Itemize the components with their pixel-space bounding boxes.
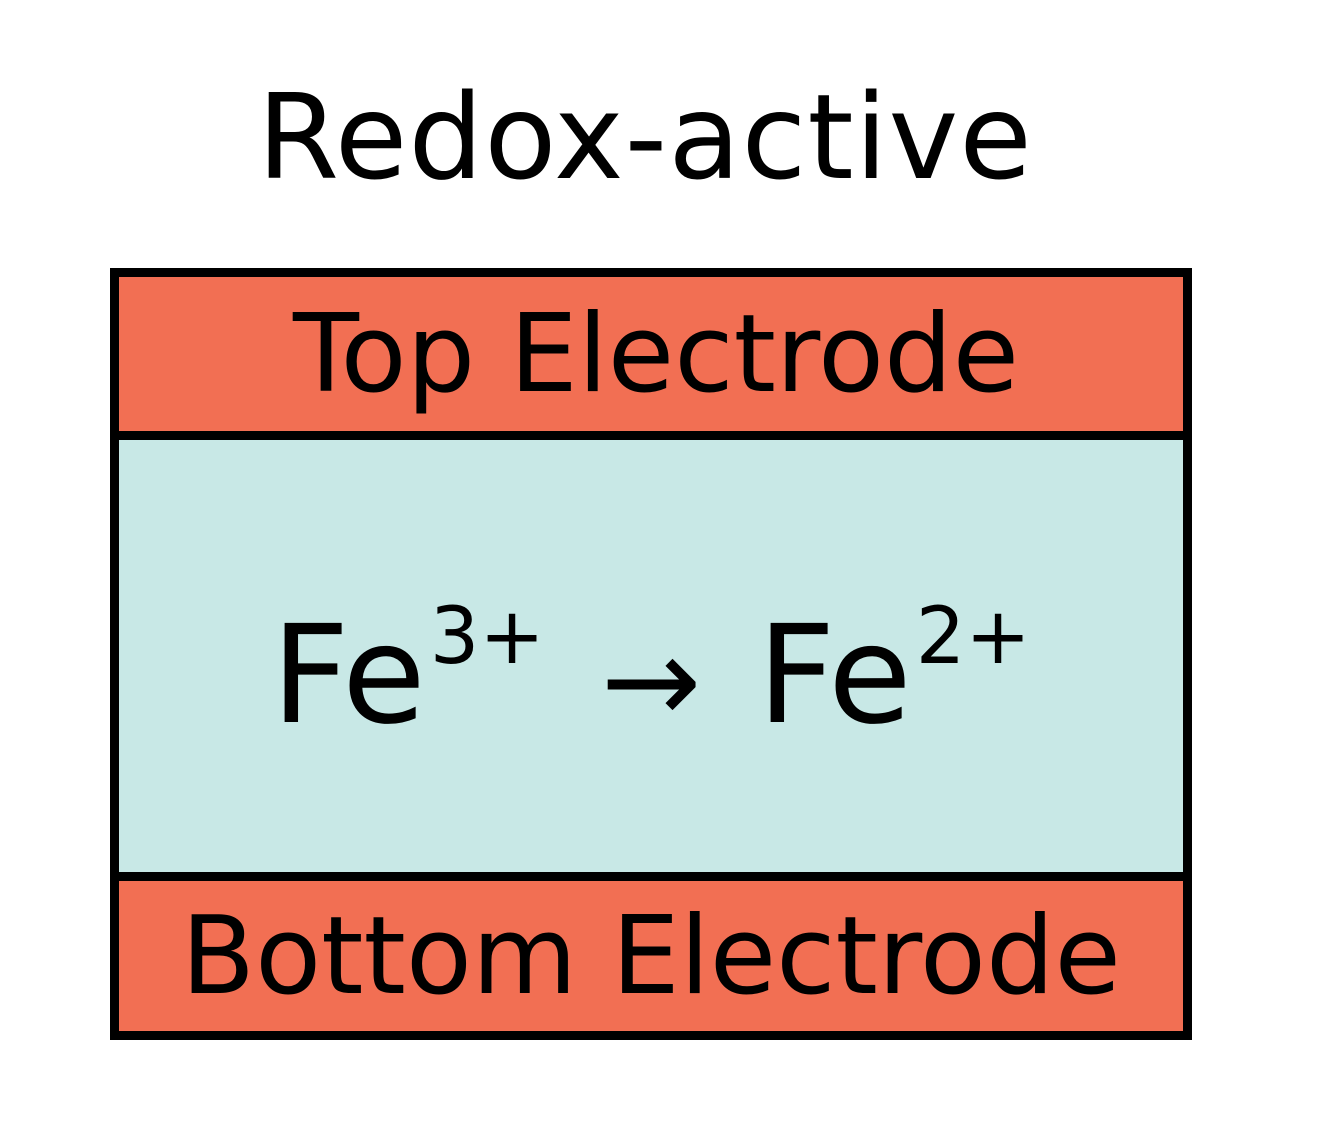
top-electrode-label: Top Electrode — [292, 291, 1020, 417]
reaction-arrow-icon: → — [600, 612, 702, 751]
reactant-charge: 3+ — [429, 592, 545, 682]
product-element: Fe — [757, 597, 912, 755]
redox-active-layer: Fe 3+ → Fe 2+ — [119, 440, 1183, 872]
diagram-title: Redox-active — [257, 68, 1033, 206]
device-stack: Top Electrode Fe 3+ → Fe 2+ Bottom Elect… — [110, 268, 1192, 1040]
redox-reaction: Fe 3+ → Fe 2+ — [271, 597, 1030, 755]
product-charge: 2+ — [915, 592, 1031, 682]
reactant-species: Fe 3+ — [271, 597, 544, 755]
bottom-electrode-label: Bottom Electrode — [181, 893, 1121, 1019]
top-electrode-layer: Top Electrode — [119, 277, 1183, 431]
reactant-element: Fe — [271, 597, 426, 755]
bottom-electrode-layer: Bottom Electrode — [119, 881, 1183, 1031]
product-species: Fe 2+ — [757, 597, 1030, 755]
